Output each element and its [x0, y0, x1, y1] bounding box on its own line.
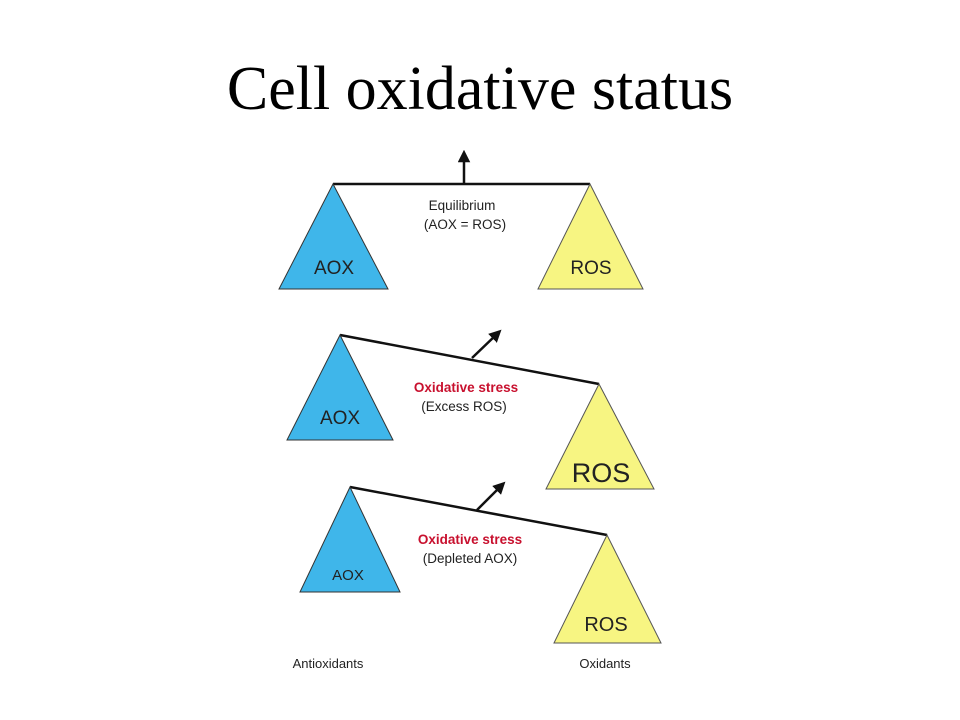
- balance-beam: [349, 485, 608, 537]
- depleted-aox-caption-line1: Oxidative stress: [418, 532, 522, 547]
- balance-beam: [339, 333, 600, 386]
- panel-excess-ros: AOX ROS Oxidative stress (Excess ROS): [286, 329, 655, 490]
- ros-label: ROS: [572, 458, 631, 488]
- excess-ros-caption-line1: Oxidative stress: [414, 380, 518, 395]
- aox-label: AOX: [320, 408, 360, 429]
- ros-label: ROS: [584, 614, 627, 636]
- aox-label: AOX: [314, 258, 354, 279]
- panel-equilibrium: AOX ROS Equilibrium (AOX = ROS): [278, 149, 644, 290]
- ros-label: ROS: [570, 258, 611, 279]
- oxidants-label: Oxidants: [579, 656, 631, 671]
- slide-title: Cell oxidative status: [226, 55, 734, 123]
- ros-triangle: [545, 382, 655, 490]
- ros-triangle: [537, 182, 644, 290]
- aox-triangle: [286, 333, 394, 441]
- panel-depleted-aox: AOX ROS Oxidative stress (Depleted AOX): [299, 481, 662, 644]
- ros-triangle: [553, 533, 662, 644]
- aox-triangle: [278, 182, 389, 290]
- tilt-arrow: [476, 481, 506, 511]
- depleted-aox-caption-line2: (Depleted AOX): [423, 551, 518, 566]
- equilibrium-caption-line1: Equilibrium: [429, 198, 496, 213]
- excess-ros-caption-line2: (Excess ROS): [421, 399, 507, 414]
- equilibrium-caption-line2: (AOX = ROS): [424, 217, 506, 232]
- aox-triangle: [299, 485, 401, 593]
- tilt-arrow: [471, 329, 502, 359]
- aox-label: AOX: [332, 567, 364, 584]
- antioxidants-label: Antioxidants: [293, 656, 364, 671]
